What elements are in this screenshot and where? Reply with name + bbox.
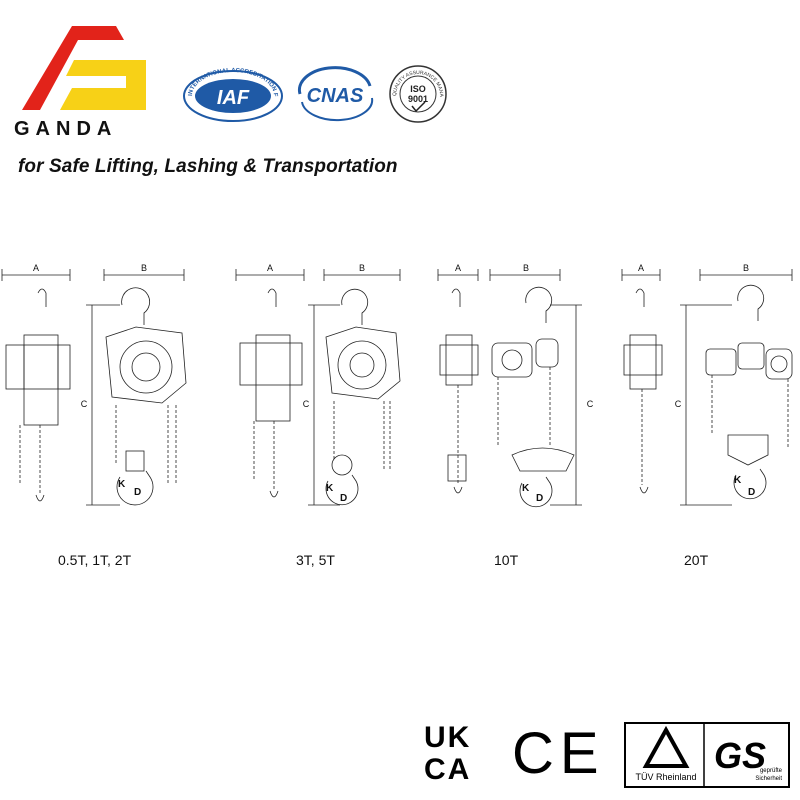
iaf-mark: IAF	[217, 87, 250, 109]
tuv-gs-mark: TÜV Rheinland GS geprüfte Sicherheit	[624, 722, 790, 788]
point-label-d: D	[134, 487, 141, 498]
dim-label-b: B	[523, 263, 529, 273]
point-label-d: D	[340, 493, 347, 504]
diagram-caption-small: 0.5T, 1T, 2T	[58, 552, 132, 568]
cnas-logo: CNAS	[292, 66, 378, 122]
ganda-logo-mark	[22, 26, 146, 110]
gs-sub1: geprüfte	[760, 768, 783, 774]
diagram-caption-20t: 20T	[684, 552, 709, 568]
point-label-d: D	[536, 493, 543, 504]
dim-label-b: B	[743, 263, 749, 273]
dim-label-c: C	[587, 399, 594, 409]
gs-sub2: Sicherheit	[755, 776, 782, 782]
brand-wordmark: GANDA	[14, 118, 118, 140]
diagram-caption-medium: 3T, 5T	[296, 552, 335, 568]
iso-logo: QUALITY ASSURANCE MANAGEMENT ISO 9001	[386, 60, 448, 124]
dim-label-a: A	[267, 263, 273, 273]
hoist-diagram-medium: A B C K D	[235, 263, 401, 506]
cnas-mark: CNAS	[307, 85, 364, 107]
point-label-k: K	[326, 483, 334, 494]
diagram-caption-10t: 10T	[494, 552, 519, 568]
dim-label-c: C	[303, 399, 310, 409]
dim-label-b: B	[359, 263, 365, 273]
checkmark-icon	[411, 101, 426, 113]
hoist-diagram-20t: A B C K D	[621, 263, 793, 506]
dim-label-a: A	[638, 263, 644, 273]
brand-tagline: for Safe Lifting, Lashing & Transportati…	[18, 156, 398, 177]
hoist-diagram-small: A B C K D	[1, 263, 187, 506]
tuv-triangle-icon	[642, 725, 690, 768]
ce-mark: CE	[512, 721, 605, 786]
point-label-k: K	[734, 475, 742, 486]
ganda-logo	[14, 18, 154, 118]
ukca-mark: UK CA	[424, 722, 486, 788]
iso-line1: ISO	[410, 84, 426, 94]
point-label-d: D	[748, 487, 755, 498]
dim-label-c: C	[675, 399, 682, 409]
dim-label-b: B	[141, 263, 147, 273]
ukca-line1: UK	[424, 721, 472, 754]
dim-label-a: A	[33, 263, 39, 273]
iaf-logo: INTERNATIONAL ACCREDITATION FORUM IAF	[180, 62, 284, 122]
iso-line2: 9001	[408, 94, 428, 104]
hoist-diagram-10t: A B C K D	[437, 263, 594, 508]
gs-mark: GS	[714, 735, 766, 776]
point-label-k: K	[522, 483, 530, 494]
dim-label-a: A	[455, 263, 461, 273]
dim-label-c: C	[81, 399, 88, 409]
ukca-line2: CA	[424, 753, 472, 786]
tuv-label: TÜV Rheinland	[635, 772, 696, 782]
point-label-k: K	[118, 479, 126, 490]
